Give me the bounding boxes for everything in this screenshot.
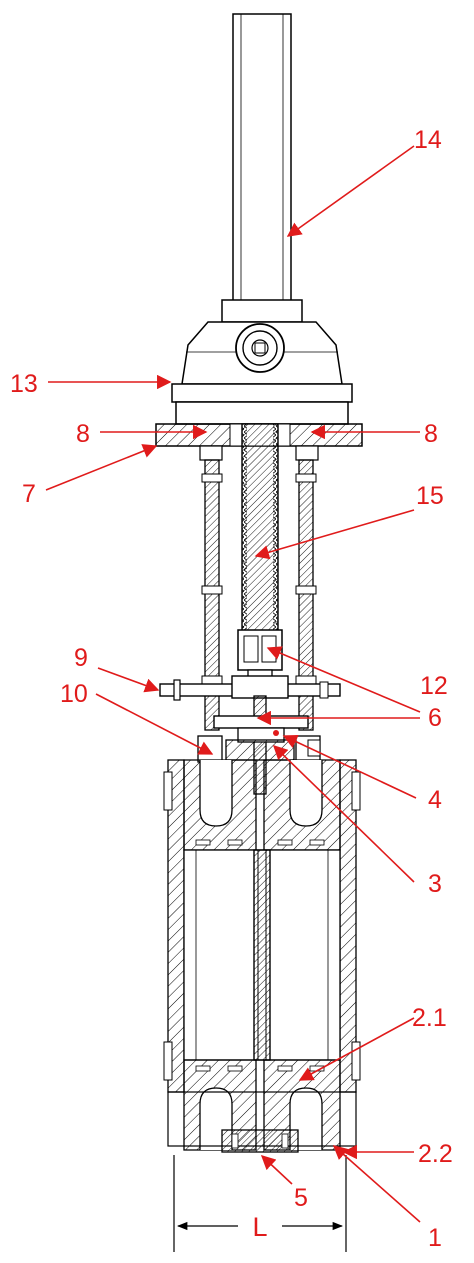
callout-13: 13	[10, 370, 38, 398]
callout-labels: 14 13 7 15 8 8 9 12 10 6 4 3 2.1 2.2 5 1	[10, 126, 453, 1252]
callout-5: 5	[294, 1184, 308, 1212]
callout-15: 15	[416, 482, 444, 510]
callout-1: 1	[428, 1224, 442, 1252]
callout-leaders	[45, 145, 421, 1223]
columns	[201, 459, 317, 731]
callout-14: 14	[414, 126, 442, 154]
dimension-L: L	[173, 1155, 347, 1252]
callout-4: 4	[428, 786, 442, 814]
callout-10: 10	[60, 680, 88, 708]
callout-8-left: 8	[76, 420, 90, 448]
dimension-label-L: L	[252, 1212, 267, 1242]
gearbox	[171, 321, 353, 425]
callout-7: 7	[22, 480, 36, 508]
callout-12: 12	[420, 672, 448, 700]
valve-body	[163, 759, 361, 1153]
callout-2-1: 2.1	[412, 1004, 447, 1032]
callout-9: 9	[74, 644, 88, 672]
callout-2-2: 2.2	[418, 1140, 453, 1168]
threaded-stem	[241, 423, 279, 669]
callout-8-right: 8	[424, 420, 438, 448]
callout-3: 3	[428, 870, 442, 898]
actuator-cylinder	[221, 13, 303, 323]
yoke-crossbar	[159, 675, 341, 701]
callout-6: 6	[428, 704, 442, 732]
